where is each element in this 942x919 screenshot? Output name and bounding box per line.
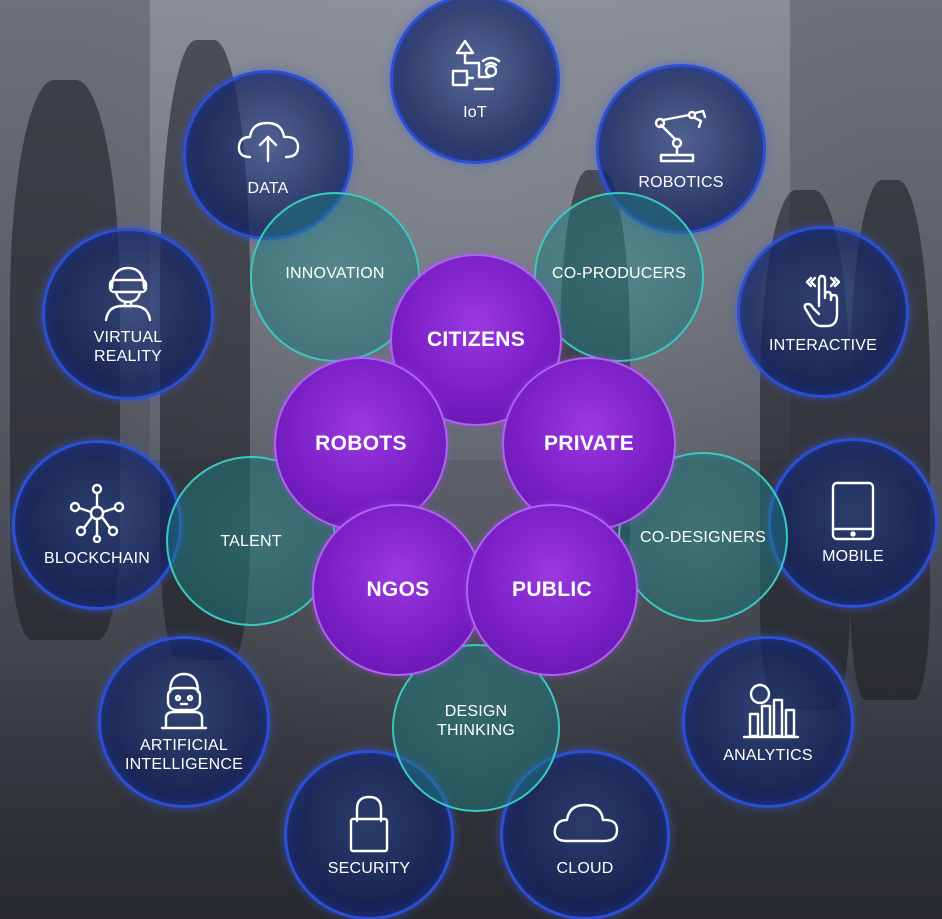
design-thinking-label-line1: DESIGN (444, 703, 508, 720)
bar-chart-icon (732, 680, 804, 740)
robots-circle: ROBOTS (274, 357, 448, 531)
cloud-icon (549, 793, 621, 853)
artificial-intelligence-label-line1: ARTIFICIAL (140, 737, 228, 754)
network-nodes-icon (61, 483, 133, 543)
private-label: PRIVATE (544, 432, 634, 455)
iot-label: IoT (463, 103, 487, 121)
co-designers-label: CO-DESIGNERS (640, 528, 766, 546)
artificial-intelligence-label-line2: INTELLIGENCE (125, 756, 243, 773)
public-circle: PUBLIC (466, 504, 638, 676)
ngos-label: NGOS (366, 578, 430, 601)
cloud-upload-icon (232, 113, 304, 173)
innovation-label: INNOVATION (285, 264, 385, 282)
interactive-label: INTERACTIVE (769, 336, 877, 354)
data-label: DATA (247, 179, 289, 197)
robotics-label: ROBOTICS (638, 173, 724, 191)
virtual-reality-label-line1: VIRTUAL (93, 329, 163, 346)
talent-label: TALENT (220, 532, 282, 550)
touch-hand-icon (787, 270, 859, 330)
virtual-reality-label-line2: REALITY (93, 348, 163, 365)
robot-arm-icon (645, 107, 717, 167)
vr-headset-icon (92, 262, 164, 322)
interactive-circle: INTERACTIVE (737, 226, 909, 398)
mobile-label: MOBILE (822, 547, 884, 565)
blockchain-label: BLOCKCHAIN (43, 549, 151, 567)
analytics-circle: ANALYTICS (682, 636, 854, 808)
ngos-circle: NGOS (312, 504, 484, 676)
ai-robot-icon (148, 670, 220, 730)
analytics-label: ANALYTICS (723, 746, 813, 764)
iot-circle: IoT (390, 0, 560, 164)
private-circle: PRIVATE (502, 357, 676, 531)
cloud-label: CLOUD (556, 859, 614, 877)
public-label: PUBLIC (512, 578, 592, 601)
co-producers-circle: CO-PRODUCERS (534, 192, 704, 362)
design-thinking-label-line2: THINKING (436, 722, 516, 739)
blockchain-circle: BLOCKCHAIN (12, 440, 182, 610)
iot-icon (439, 37, 511, 97)
co-producers-label: CO-PRODUCERS (552, 264, 686, 282)
citizens-label: CITIZENS (426, 328, 526, 351)
virtual-reality-circle: VIRTUAL REALITY (42, 228, 214, 400)
artificial-intelligence-circle: ARTIFICIAL INTELLIGENCE (98, 636, 270, 808)
robots-label: ROBOTS (315, 432, 407, 455)
security-label: SECURITY (327, 859, 411, 877)
padlock-icon (333, 793, 405, 853)
mobile-circle: MOBILE (768, 438, 938, 608)
tablet-icon (817, 481, 889, 541)
